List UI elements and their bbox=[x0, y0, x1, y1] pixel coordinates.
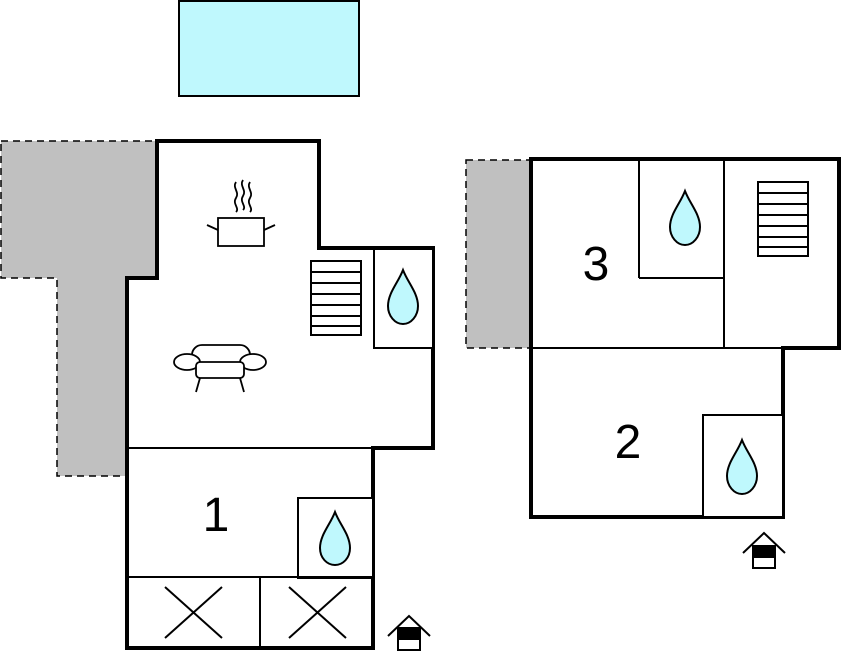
left-building-outline bbox=[125, 139, 435, 650]
entrance-icon bbox=[742, 531, 786, 569]
water-drop-icon bbox=[725, 437, 759, 496]
water-drop-icon bbox=[668, 188, 702, 247]
entrance-icon bbox=[387, 614, 431, 651]
water-drop-icon bbox=[386, 267, 420, 326]
room-label: 2 bbox=[615, 416, 642, 469]
window-cross-icon bbox=[164, 586, 223, 639]
stairs-icon bbox=[757, 181, 809, 257]
terrace-right bbox=[465, 159, 533, 349]
water-drop-icon bbox=[318, 509, 352, 567]
pool bbox=[178, 0, 360, 97]
room-label: 1 bbox=[203, 489, 230, 542]
cooking-pot-icon bbox=[206, 179, 276, 247]
sofa-icon bbox=[173, 344, 267, 393]
stairs-icon bbox=[310, 260, 362, 336]
room-label: 3 bbox=[583, 238, 610, 291]
window-cross-icon bbox=[288, 586, 347, 639]
